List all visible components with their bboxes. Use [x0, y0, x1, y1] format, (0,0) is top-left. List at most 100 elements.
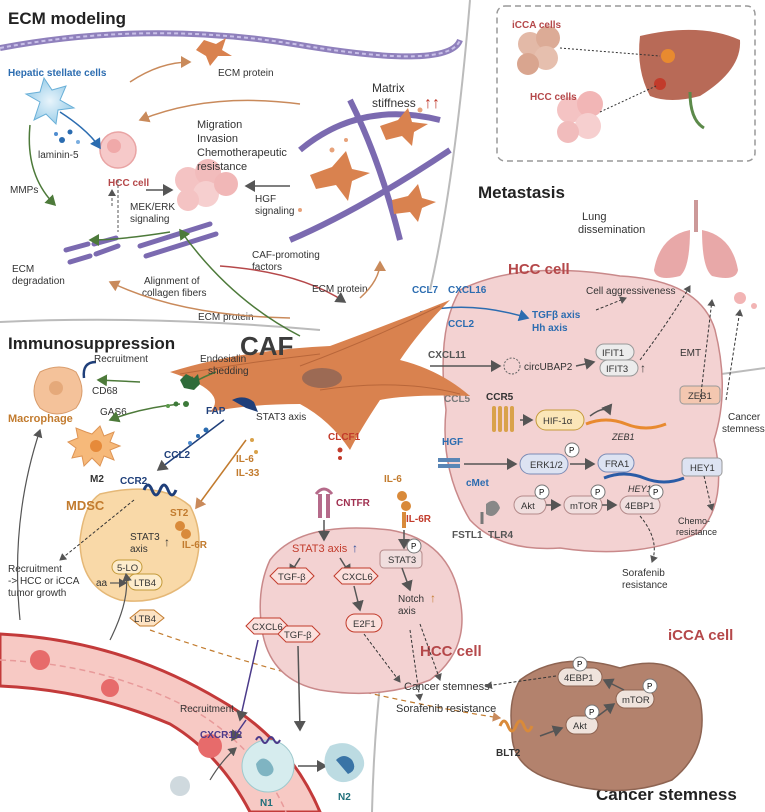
- ifit1-text: IFIT1: [602, 348, 624, 359]
- hcc-cells-cluster: [557, 91, 603, 143]
- mmps-label: MMPs: [10, 185, 38, 196]
- fra1-text: FRA1: [605, 459, 629, 470]
- ccl2-met-label: CCL2: [448, 319, 475, 330]
- stat3-caf-label: STAT3 axis: [256, 412, 306, 423]
- ccl2-immuno-label: CCL2: [164, 450, 191, 461]
- recruitment-n-label: Recruitment: [180, 704, 234, 715]
- cd68-label: CD68: [92, 386, 118, 397]
- ifit3-text: IFIT3: [606, 364, 628, 375]
- section-title-metastasis: Metastasis: [478, 183, 565, 202]
- hey1-gene: [603, 472, 685, 484]
- zeb1-gene-label: ZEB1: [611, 432, 635, 442]
- ccl7-label: CCL7: [412, 285, 439, 296]
- erk-text: ERK1/2: [530, 460, 563, 471]
- hcc-cell-metastasis-label: HCC cell: [508, 261, 570, 278]
- tlr4-label: TLR4: [488, 530, 513, 541]
- stat3-node: [379, 549, 423, 569]
- 5lo-text: 5-LO: [117, 563, 138, 574]
- macrophage-label: Macrophage: [8, 413, 73, 425]
- fra1-node: [597, 453, 635, 473]
- n2-label: N2: [338, 792, 351, 803]
- blt2-label: BLT2: [496, 748, 521, 759]
- akt-icca-text: Akt: [573, 721, 587, 732]
- il6-stemness-label: IL-6: [384, 474, 402, 485]
- il6r-immuno-label: IL-6R: [182, 540, 208, 551]
- svg-text:↑: ↑: [352, 541, 358, 555]
- circ-rna-icon: [503, 357, 521, 375]
- ccr2-label: CCR2: [120, 476, 148, 487]
- il6r-receptor: [175, 521, 191, 539]
- hey1-gene-label: HEY1: [628, 484, 652, 494]
- cxcl6-node: [333, 567, 379, 585]
- il6-immuno-label: IL-6: [236, 454, 254, 465]
- svg-text:P: P: [653, 488, 658, 497]
- ecm-protein-bottom: ECM protein: [198, 312, 254, 323]
- cntfr-receptor: [314, 487, 334, 518]
- cxcl16-label: CXCL16: [448, 285, 487, 296]
- e2f1-text: E2F1: [353, 619, 376, 630]
- section-title-ecm: ECM modeling: [8, 9, 126, 28]
- hcc-cell-stemness: [259, 527, 463, 695]
- mdsc-cell: [79, 488, 200, 602]
- svg-text:↑: ↑: [640, 361, 646, 375]
- n1-label: N1: [260, 798, 273, 809]
- zeb1-node: [679, 385, 721, 405]
- collagen-fiber-top-stripe: [0, 32, 461, 58]
- clcf1-label: CLCF1: [328, 432, 361, 443]
- hgf-met-label: HGF: [442, 437, 463, 448]
- section-title-immuno: Immunosuppression: [8, 334, 175, 353]
- fap-receptor: [232, 397, 258, 412]
- akt-met-text: Akt: [521, 501, 535, 512]
- e2f1-node: [345, 613, 383, 633]
- caf-cell: [170, 300, 470, 450]
- ltb4-text: LTB4: [134, 578, 156, 589]
- tgfb-text: TGF-β: [278, 572, 306, 583]
- svg-text:↑: ↑: [430, 591, 436, 605]
- tgfb-secreted-text: TGF-β: [284, 630, 312, 641]
- blt2-receptor: [498, 719, 534, 733]
- laminin-label: laminin-5: [38, 150, 79, 161]
- gas6-label: GAS6: [100, 407, 127, 418]
- hh-axis-label: Hh axis: [532, 323, 568, 334]
- ecm-fragments: [63, 235, 121, 265]
- m2-macrophage: [66, 425, 122, 468]
- caf-small-top: [196, 38, 232, 66]
- svg-text:P: P: [595, 488, 600, 497]
- ifit3-node: [599, 359, 639, 377]
- mtor-icca-text: mTOR: [622, 695, 650, 706]
- ecm-protein-right: ECM protein: [312, 284, 368, 295]
- icca-cell-label: iCCA cell: [668, 627, 733, 644]
- divider-ecm: [429, 0, 471, 291]
- circubap2-label: circUBAP2: [524, 362, 573, 373]
- akt-icca-node: [565, 715, 599, 735]
- tgfb-node: [269, 567, 315, 585]
- st2-label: ST2: [170, 508, 189, 519]
- svg-text:P: P: [577, 660, 582, 669]
- tlr4-receptor: [480, 500, 500, 524]
- hif1a-node: [535, 409, 585, 431]
- icca-cell: [510, 660, 703, 792]
- svg-text:P: P: [539, 488, 544, 497]
- cmet-receptor: [438, 458, 460, 468]
- aggressiveness-label: Cell aggressiveness: [586, 286, 676, 297]
- svg-text:↑: ↑: [164, 535, 170, 549]
- fstl1-label: FSTL1: [452, 530, 483, 541]
- il33-label: IL-33: [236, 468, 260, 479]
- hey1-node: [681, 457, 723, 477]
- m2-label: M2: [90, 474, 104, 485]
- ltb4-secreted: [129, 609, 165, 627]
- inset-icca-label: iCCA cells: [512, 20, 562, 31]
- hepatic-stellate-cell: [24, 76, 76, 126]
- hcc-cell-stemness-label: HCC cell: [420, 643, 482, 660]
- liver: [639, 29, 741, 100]
- ltb4-node: [127, 573, 163, 591]
- cxcl11-label: CXCL11: [428, 350, 466, 361]
